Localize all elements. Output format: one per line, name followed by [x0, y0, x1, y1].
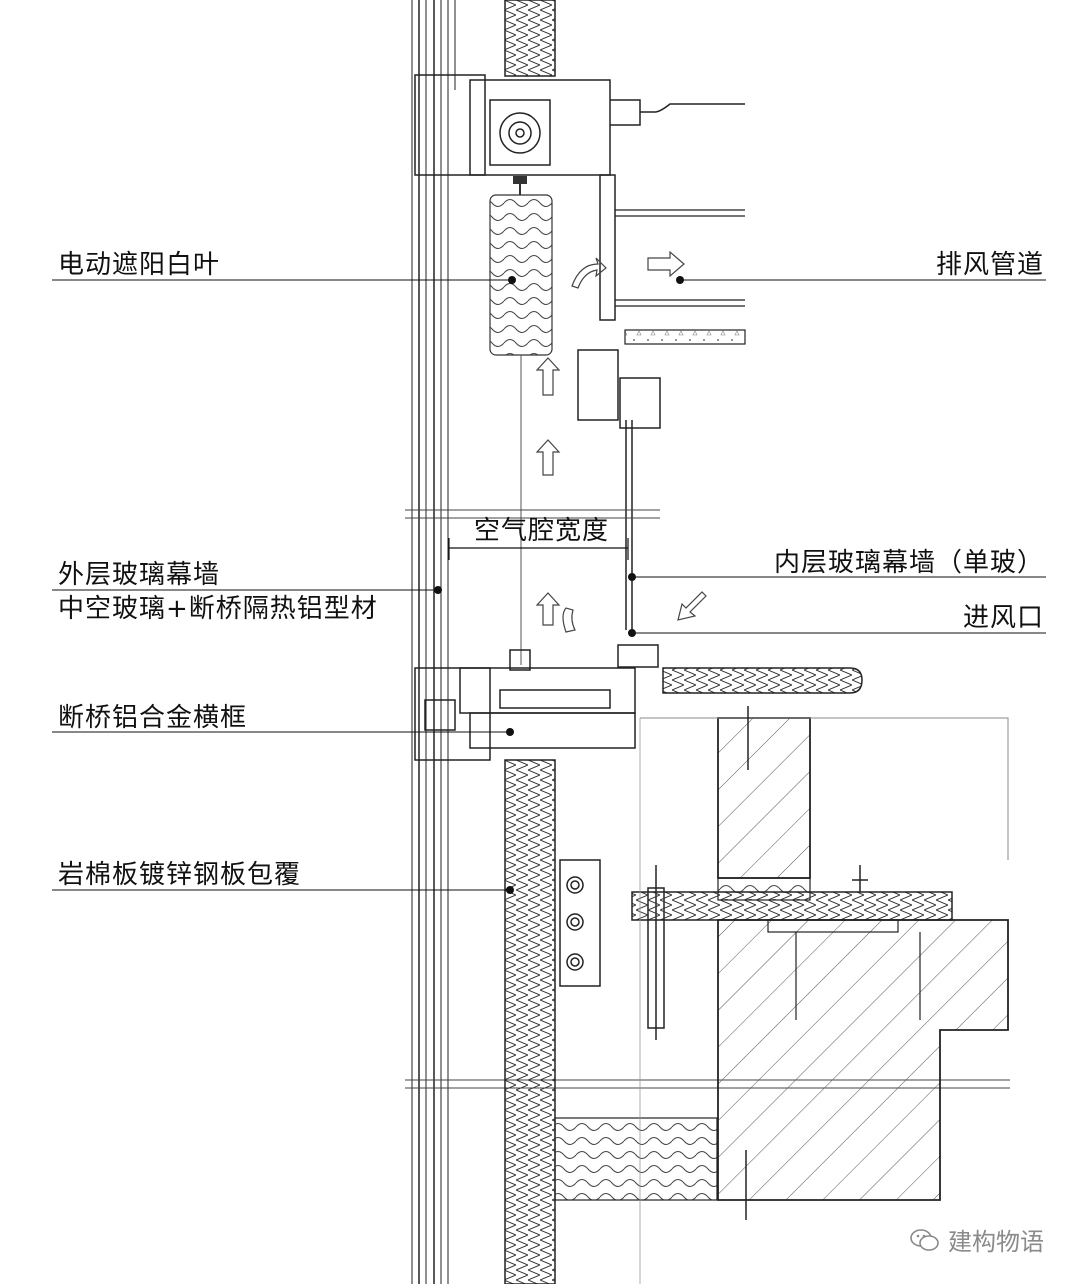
label-outer-wall: 外层玻璃幕墙	[58, 560, 221, 590]
label-inner-wall: 内层玻璃幕墙（单玻）	[773, 548, 1044, 578]
label-transom: 断桥铝合金横框	[58, 703, 248, 733]
anchor-bracket	[559, 859, 665, 1040]
concrete-structure	[631, 706, 1009, 1284]
outer-glass-lines	[411, 0, 456, 1284]
label-cavity-width: 空气腔宽度	[474, 516, 610, 546]
leader-lines	[52, 279, 1046, 891]
label-air-inlet: 进风口	[962, 603, 1044, 633]
leader-dots	[434, 276, 684, 894]
airflow-arrows	[535, 250, 707, 633]
exhaust-duct	[615, 209, 746, 345]
label-rock-wool: 岩棉板镀锌钢板包覆	[58, 860, 302, 890]
watermark-text: 建构物语	[948, 1228, 1044, 1256]
label-outer-wall-detail: 中空玻璃+断桥隔热铝型材	[58, 594, 378, 624]
spandrel-insulation	[504, 759, 718, 1284]
watermark: 建构物语	[910, 1222, 1044, 1257]
top-insulation-panel	[504, 0, 556, 77]
top-transom	[414, 74, 745, 321]
label-exhaust: 排风管道	[935, 250, 1044, 280]
inner-glass	[577, 349, 661, 668]
label-louver: 电动遮阳白叶	[58, 250, 221, 280]
cavity-dimension	[448, 538, 629, 560]
bottom-transom	[414, 649, 636, 761]
wechat-icon	[910, 1228, 939, 1251]
window-sill	[662, 667, 863, 694]
louver-blind	[489, 176, 553, 665]
